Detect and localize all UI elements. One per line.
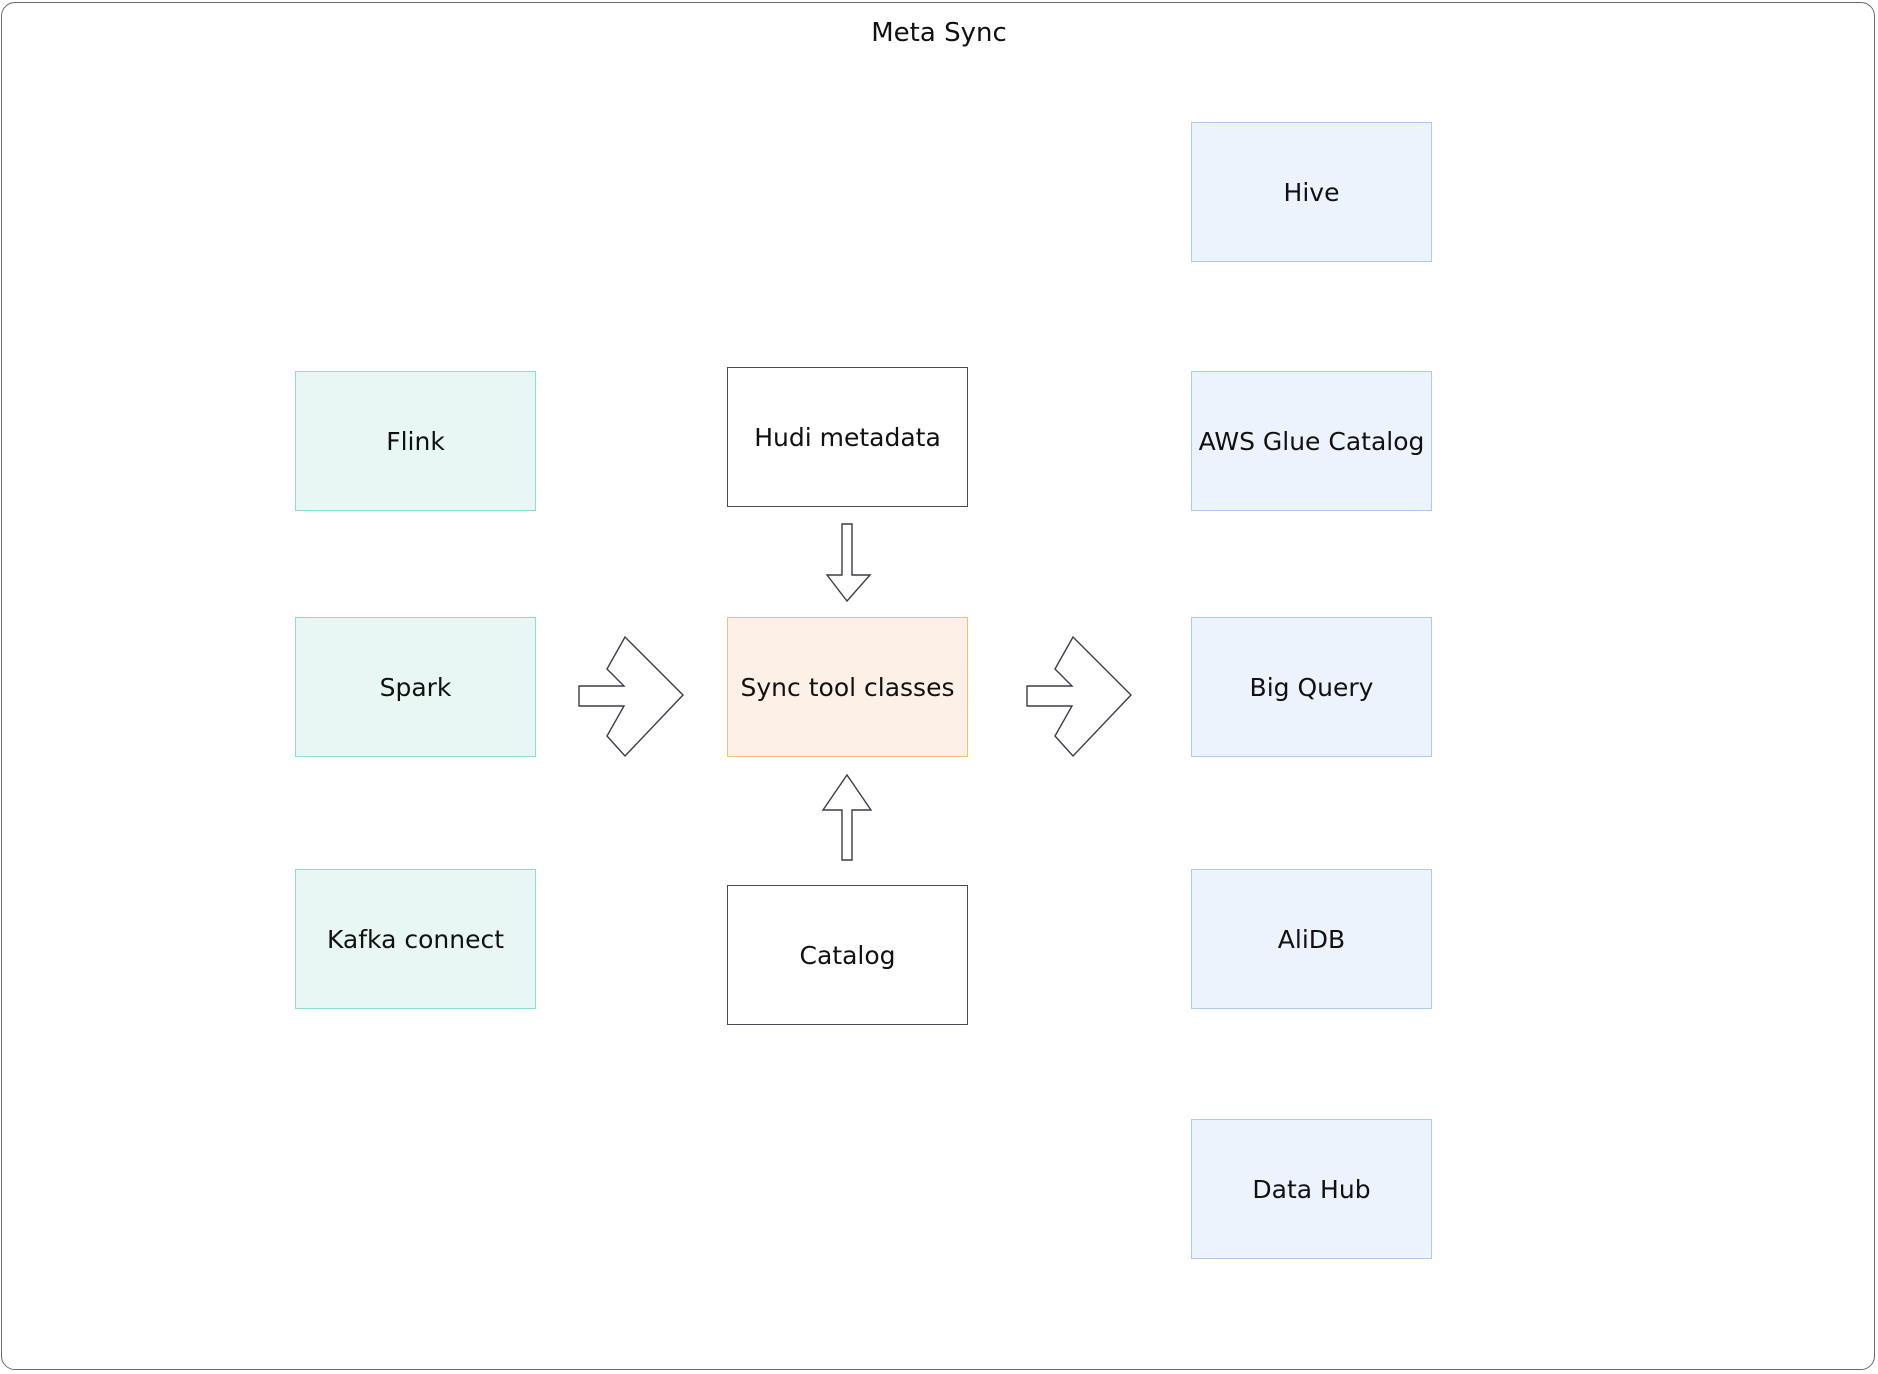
node-sync-tool-classes-label: Sync tool classes: [740, 672, 955, 702]
node-hudi-metadata-label: Hudi metadata: [754, 422, 941, 452]
node-aws-glue-catalog-label: AWS Glue Catalog: [1198, 426, 1425, 456]
node-flink[interactable]: Flink: [295, 371, 536, 511]
node-spark[interactable]: Spark: [295, 617, 536, 757]
node-catalog-label: Catalog: [799, 940, 896, 970]
node-hudi-metadata[interactable]: Hudi metadata: [727, 367, 968, 507]
node-big-query-label: Big Query: [1249, 672, 1374, 702]
node-data-hub-label: Data Hub: [1252, 1174, 1371, 1204]
node-flink-label: Flink: [386, 426, 445, 456]
node-hive-label: Hive: [1283, 177, 1340, 207]
diagram-title: Meta Sync: [871, 18, 1007, 48]
node-catalog[interactable]: Catalog: [727, 885, 968, 1025]
node-data-hub[interactable]: Data Hub: [1191, 1119, 1432, 1259]
node-spark-label: Spark: [379, 672, 452, 702]
node-kafka-connect-label: Kafka connect: [326, 924, 505, 954]
node-kafka-connect[interactable]: Kafka connect: [295, 869, 536, 1009]
node-aws-glue-catalog[interactable]: AWS Glue Catalog: [1191, 371, 1432, 511]
node-alidb[interactable]: AliDB: [1191, 869, 1432, 1009]
node-sync-tool-classes[interactable]: Sync tool classes: [727, 617, 968, 757]
node-big-query[interactable]: Big Query: [1191, 617, 1432, 757]
node-hive[interactable]: Hive: [1191, 122, 1432, 262]
node-alidb-label: AliDB: [1277, 924, 1346, 954]
